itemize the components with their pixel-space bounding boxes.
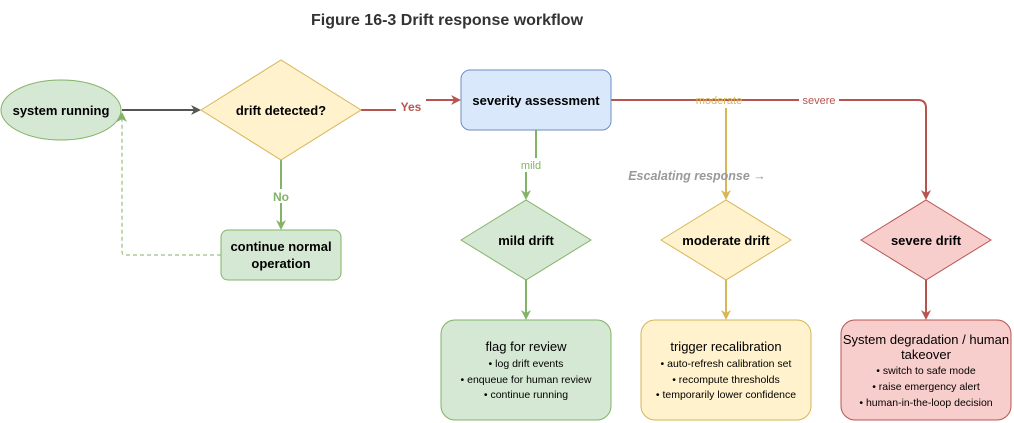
node-drift-detected: drift detected? (200, 59, 362, 161)
recal-bullet-2: • recompute thresholds (672, 374, 780, 386)
edge-label-moderate: moderate (696, 95, 742, 107)
yes-label-bg (396, 99, 426, 113)
node-continue-line-2: operation (251, 256, 310, 271)
node-moderate-drift-label: moderate drift (682, 233, 770, 248)
recal-bullet-3: • temporarily lower confidence (656, 389, 796, 401)
no-label-bg (270, 189, 292, 203)
node-mild-drift: mild drift (460, 199, 592, 281)
flag-for-review-title: flag for review (486, 339, 568, 354)
edge-label-yes: Yes (401, 100, 422, 114)
edge-loop-back (117, 112, 221, 256)
node-moderate-drift: moderate drift (660, 199, 792, 281)
mild-label-bg (516, 158, 546, 172)
trigger-recalibration-title: trigger recalibration (670, 339, 781, 354)
edge-severe (611, 99, 931, 200)
flag-bullet-2: • enqueue for human review (461, 374, 592, 386)
degradation-bullet-2: • raise emergency alert (872, 381, 980, 393)
flag-bullet-3: • continue running (484, 389, 568, 401)
edge-label-mild: mild (521, 160, 541, 172)
flag-bullet-1: • log drift events (489, 358, 564, 370)
edge-label-severe: severe (802, 95, 835, 107)
node-severe-drift: severe drift (860, 199, 992, 281)
node-severe-drift-label: severe drift (891, 233, 962, 248)
node-drift-detected-label: drift detected? (236, 103, 326, 118)
edge-label-no: No (273, 190, 289, 204)
degradation-title-line-2: takeover (901, 347, 952, 362)
degradation-title-line-1: System degradation / human (843, 332, 1009, 347)
severe-label-bg (799, 93, 839, 107)
node-severity-assessment-label: severity assessment (472, 93, 600, 108)
figure-title: Figure 16-3 Drift response workflow (311, 12, 584, 29)
node-continue-line-1: continue normal (230, 239, 331, 254)
node-system-running-label: system running (13, 103, 110, 118)
node-severity-assessment: severity assessment (460, 69, 612, 131)
node-system-running: system running (0, 79, 122, 141)
node-continue-normal-operation: continue normal operation (220, 229, 342, 281)
node-flag-for-review: flag for review • log drift events • enq… (440, 319, 612, 421)
node-trigger-recalibration: trigger recalibration • auto-refresh cal… (640, 319, 812, 421)
degradation-bullet-1: • switch to safe mode (876, 365, 976, 377)
recal-bullet-1: • auto-refresh calibration set (661, 358, 792, 370)
escalating-response-annotation: Escalating response → (628, 169, 766, 183)
node-mild-drift-label: mild drift (498, 233, 554, 248)
node-system-degradation: System degradation / human takeover • sw… (840, 319, 1012, 421)
degradation-bullet-3: • human-in-the-loop decision (859, 397, 992, 409)
